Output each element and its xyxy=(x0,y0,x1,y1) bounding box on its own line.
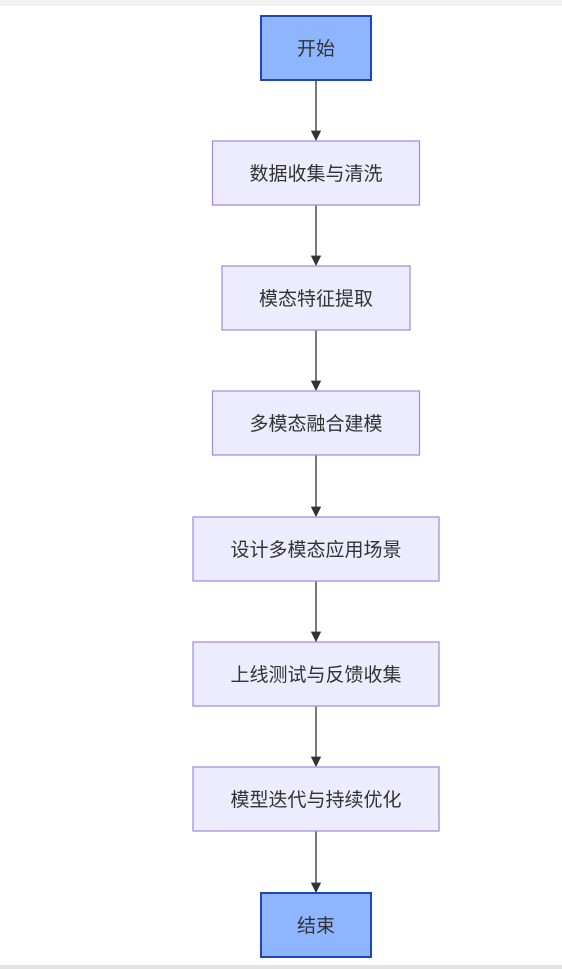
node-fuse: 多模态融合建模 xyxy=(211,390,421,456)
node-iterate: 模型迭代与持续优化 xyxy=(192,766,440,832)
node-label-extract: 模态特征提取 xyxy=(259,288,373,310)
node-box-design xyxy=(192,516,440,582)
top-strip xyxy=(0,0,562,6)
node-box-collect xyxy=(211,140,421,206)
node-label-iterate: 模型迭代与持续优化 xyxy=(230,789,401,811)
node-label-fuse: 多模态融合建模 xyxy=(249,413,382,435)
bottom-strip xyxy=(0,965,562,969)
node-label-end: 结束 xyxy=(297,915,335,937)
node-collect: 数据收集与清洗 xyxy=(211,140,421,206)
node-extract: 模态特征提取 xyxy=(221,265,411,331)
node-box-fuse xyxy=(211,390,421,456)
node-end: 结束 xyxy=(260,892,372,958)
node-label-design: 设计多模态应用场景 xyxy=(230,539,401,561)
node-box-start xyxy=(260,15,372,81)
node-box-iterate xyxy=(192,766,440,832)
node-start: 开始 xyxy=(260,15,372,81)
node-label-start: 开始 xyxy=(297,38,335,60)
node-deploy: 上线测试与反馈收集 xyxy=(192,641,440,707)
node-label-deploy: 上线测试与反馈收集 xyxy=(230,664,401,686)
node-design: 设计多模态应用场景 xyxy=(192,516,440,582)
node-box-end xyxy=(260,892,372,958)
node-box-extract xyxy=(221,265,411,331)
node-label-collect: 数据收集与清洗 xyxy=(249,163,382,185)
node-box-deploy xyxy=(192,641,440,707)
